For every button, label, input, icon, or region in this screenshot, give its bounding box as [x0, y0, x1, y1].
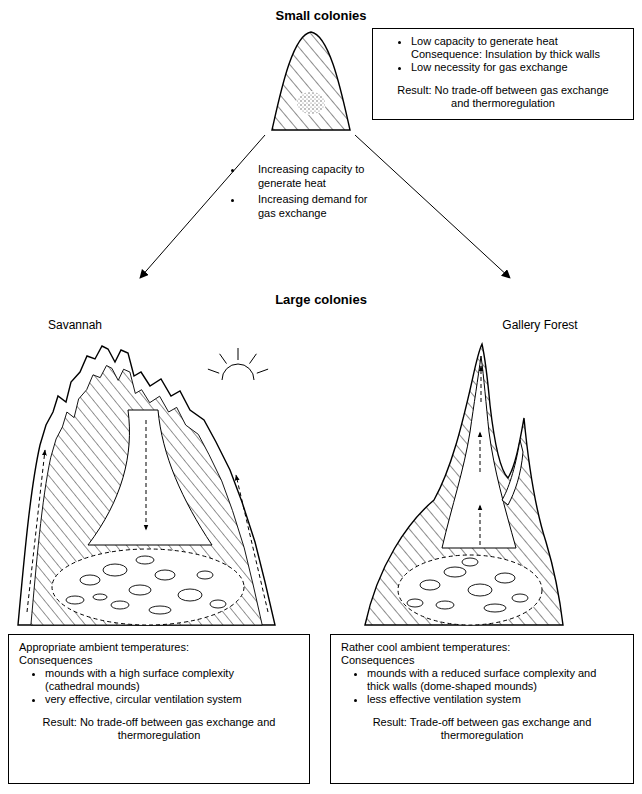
box-text: Appropriate ambient temperatures: Conseq… — [19, 641, 219, 667]
bullet-point: very effective, circular ventilation sys… — [45, 693, 260, 706]
bullet-point: less effective ventilation system — [367, 693, 602, 706]
box-text: Consequence: Insulation by thick walls — [411, 48, 623, 61]
sun — [208, 348, 268, 380]
bullet-point: Low necessity for gas exchange — [411, 61, 623, 74]
bullet-point: mounds with a high surface complexity (c… — [45, 667, 260, 693]
bullet-point: Low capacity to generate heat — [411, 35, 623, 48]
info-box: Rather cool ambient temperatures: Conseq… — [330, 634, 634, 784]
arrow — [140, 135, 265, 278]
habitat-label: Gallery Forest — [470, 318, 610, 333]
section-heading: Large colonies — [221, 292, 421, 308]
cathedral-mound — [18, 346, 275, 625]
result-text: Result: No trade-off between gas exchang… — [383, 84, 623, 110]
bullet-note: Increasing capacity to generate heat — [244, 162, 369, 190]
section-heading: Small colonies — [221, 8, 421, 24]
habitat-label: Savannah — [15, 318, 135, 333]
result-text: Result: Trade-off between gas exchange a… — [341, 716, 623, 742]
bullet-note: Increasing demand for gas exchange — [244, 192, 369, 220]
dome-mound — [365, 344, 563, 625]
arrow — [355, 135, 510, 278]
info-box: Low capacity to generate heatConsequence… — [372, 28, 634, 120]
result-text: Result: No trade-off between gas exchang… — [19, 716, 299, 742]
info-box: Appropriate ambient temperatures: Conseq… — [8, 634, 310, 784]
bullet-point: mounds with a reduced surface complexity… — [367, 667, 602, 693]
box-text: Rather cool ambient temperatures: Conseq… — [341, 641, 541, 667]
small-mound — [272, 32, 350, 130]
